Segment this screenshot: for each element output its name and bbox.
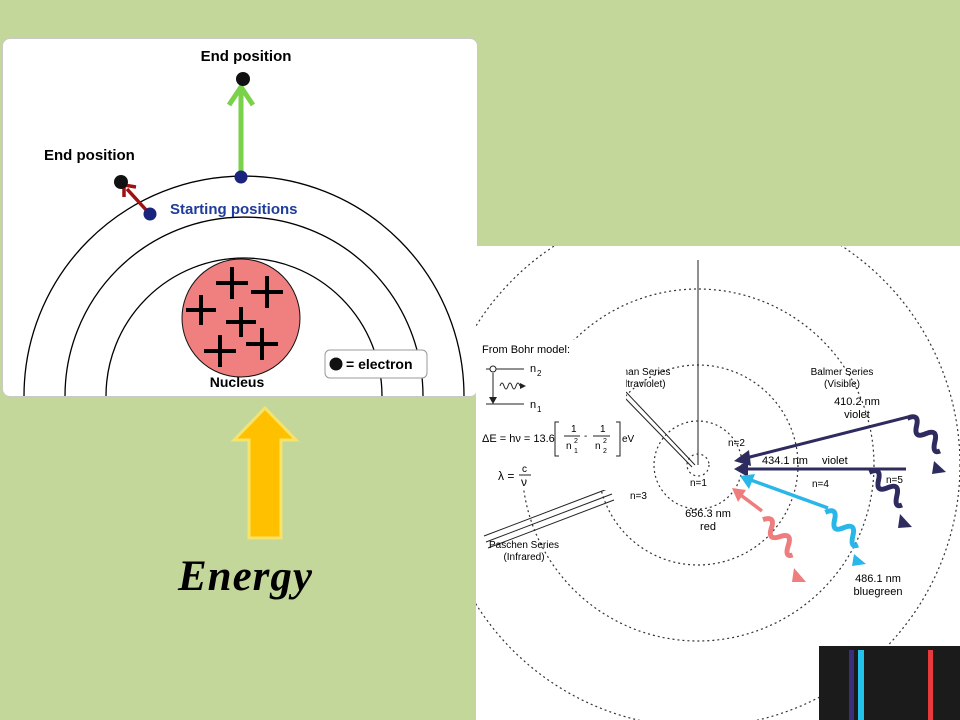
arrow-486nm bbox=[747, 477, 829, 510]
end-position-label-top: End position bbox=[201, 48, 292, 65]
photon-small-icon bbox=[499, 382, 521, 390]
energy-arrow-icon bbox=[230, 406, 300, 540]
hydrogen-spectrum-diagram: n=1 n=2 n=3 n=4 n=5 Lyman Series (Ultrav… bbox=[476, 246, 960, 720]
n1-subscript: 1 bbox=[537, 405, 542, 414]
level-n2-label: n=2 bbox=[728, 438, 745, 449]
balmer-series-sub: (Visible) bbox=[824, 379, 860, 390]
photon-656-icon bbox=[762, 516, 794, 558]
frac2-den-sup: 2 bbox=[603, 438, 607, 445]
orbit-n4 bbox=[521, 288, 875, 642]
level-n5-label: n=5 bbox=[886, 475, 903, 486]
hydrogen-spectrum-panel: n=1 n=2 n=3 n=4 n=5 Lyman Series (Ultrav… bbox=[476, 246, 960, 720]
photon-486-icon bbox=[824, 508, 860, 549]
balmer-series-label: Balmer Series bbox=[811, 367, 874, 378]
electron-end-top bbox=[236, 72, 250, 86]
lyman-series-label: Lyman Series bbox=[610, 367, 671, 378]
orbit-1 bbox=[105, 257, 383, 396]
formula-box bbox=[478, 340, 626, 490]
bohr-model-diagram: Nucleus End position End position Starti… bbox=[23, 48, 465, 396]
electron-end-left bbox=[114, 175, 128, 189]
line-410-label: 410.2 nm bbox=[834, 396, 880, 408]
electron-legend-label: = electron bbox=[346, 356, 413, 372]
frac1-den: n bbox=[566, 441, 572, 452]
n1-label: n bbox=[530, 399, 536, 411]
n2-subscript: 2 bbox=[537, 369, 542, 378]
line-434-color: violet bbox=[822, 455, 848, 467]
paschen-series-label: Paschen Series bbox=[489, 540, 559, 551]
from-bohr-model-label: From Bohr model: bbox=[482, 344, 570, 356]
proton-plus-signs bbox=[186, 267, 283, 367]
c-label: c bbox=[522, 464, 527, 475]
level-n4-label: n=4 bbox=[812, 479, 829, 490]
starting-positions-label: Starting positions bbox=[170, 201, 298, 218]
frac2-den-sub: 2 bbox=[603, 448, 607, 455]
frac2-den: n bbox=[595, 441, 601, 452]
level-n3-label: n=3 bbox=[630, 491, 647, 502]
frac1-den-sub: 1 bbox=[574, 448, 578, 455]
nu-label: ν bbox=[521, 475, 527, 489]
lyman-series-sub: (Ultraviolet) bbox=[614, 379, 665, 390]
photon-410-icon bbox=[906, 414, 942, 455]
lyman-lines bbox=[622, 260, 699, 468]
transition-arrow-red bbox=[125, 187, 150, 214]
line-486-color: bluegreen bbox=[854, 586, 903, 598]
bohr-model-panel: Nucleus End position End position Starti… bbox=[2, 38, 478, 397]
spectrum-line-violet bbox=[849, 650, 854, 720]
level-n1-label: n=1 bbox=[690, 478, 707, 489]
electron-start-top bbox=[234, 170, 248, 184]
ev-label: eV bbox=[622, 434, 635, 445]
photon-434-icon bbox=[868, 468, 904, 509]
transition-arrowhead-green bbox=[226, 82, 256, 107]
arrow-410nm bbox=[741, 415, 909, 461]
frac1-num: 1 bbox=[571, 424, 577, 435]
delta-e-formula: ΔE = hν = 13.6 bbox=[482, 433, 555, 445]
end-position-label-left: End position bbox=[44, 147, 135, 164]
line-434-label: 434.1 nm bbox=[762, 455, 808, 467]
line-410-color: violet bbox=[844, 409, 870, 421]
paschen-lines bbox=[483, 487, 615, 549]
line-656-label: 656.3 nm bbox=[685, 508, 731, 520]
nucleus-label: Nucleus bbox=[210, 374, 265, 390]
spectrum-line-red bbox=[928, 650, 933, 720]
spectrum-line-bluegreen bbox=[858, 650, 864, 720]
line-656-color: red bbox=[700, 521, 716, 533]
electron-start-left bbox=[143, 207, 157, 221]
minus-sign: - bbox=[584, 431, 587, 442]
formula-brackets bbox=[554, 421, 621, 457]
orbit-2 bbox=[64, 216, 424, 396]
energy-label: Energy bbox=[178, 553, 313, 600]
lambda-label: λ = bbox=[498, 469, 514, 483]
frac2-num: 1 bbox=[600, 424, 606, 435]
n2-label: n bbox=[530, 363, 536, 375]
electron-legend-box bbox=[324, 349, 428, 379]
electron-legend-icon bbox=[329, 357, 343, 371]
line-486-label: 486.1 nm bbox=[855, 573, 901, 585]
emission-spectrum-strip bbox=[819, 646, 960, 720]
paschen-series-sub: (Infrared) bbox=[503, 552, 544, 563]
frac1-den-sup: 2 bbox=[574, 438, 578, 445]
